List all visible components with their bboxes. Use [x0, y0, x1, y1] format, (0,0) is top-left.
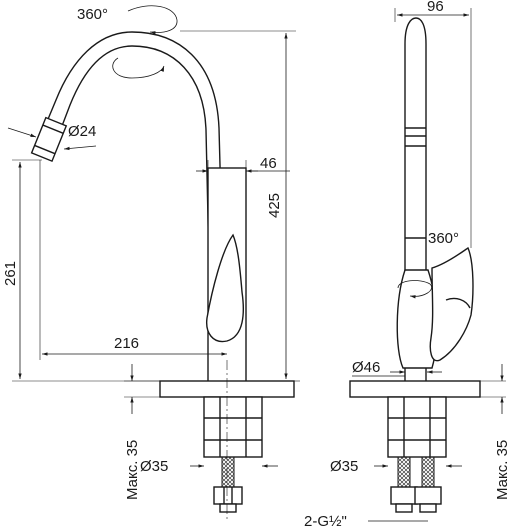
spout-outer-outline: [46, 32, 225, 352]
label-base-diameter: Ø46: [352, 359, 380, 376]
label-max-thickness-side: Макс. 35: [494, 440, 507, 500]
label-hose-thread: 2-G½": [304, 513, 347, 528]
hose-side-right: [422, 457, 434, 487]
side-view: [350, 8, 506, 521]
label-handle-rotation: 360°: [428, 230, 459, 247]
rotation-arrow-spout: [113, 58, 164, 78]
mounting-nut-side: [388, 397, 446, 457]
label-height: 425: [266, 193, 283, 218]
label-body-diameter-front: Ø35: [140, 458, 168, 475]
label-max-thickness-front: Макс. 35: [124, 440, 141, 500]
rotation-arrow-top: [128, 6, 177, 33]
aerator-nozzle: [32, 118, 67, 161]
mounting-nut-front: [204, 397, 262, 457]
side-lever-handle: [430, 248, 473, 361]
hose-fitting-side-right: [415, 487, 441, 504]
hose-side-left: [398, 457, 410, 487]
front-view: [8, 6, 300, 520]
label-side-width: 96: [427, 0, 444, 15]
hose-front: [222, 457, 234, 487]
label-rotation-top: 360°: [77, 6, 108, 23]
countertop-side: [350, 381, 480, 397]
hose-fitting-side-left: [391, 487, 417, 504]
label-body-width: 46: [260, 155, 277, 172]
label-spout-height: 261: [2, 261, 19, 286]
spout-inner-outline: [62, 46, 211, 352]
hose-fitting-front: [214, 487, 242, 504]
label-aerator-diameter: Ø24: [68, 123, 96, 140]
label-body-diameter-side: Ø35: [330, 458, 358, 475]
label-spout-reach: 216: [114, 335, 139, 352]
